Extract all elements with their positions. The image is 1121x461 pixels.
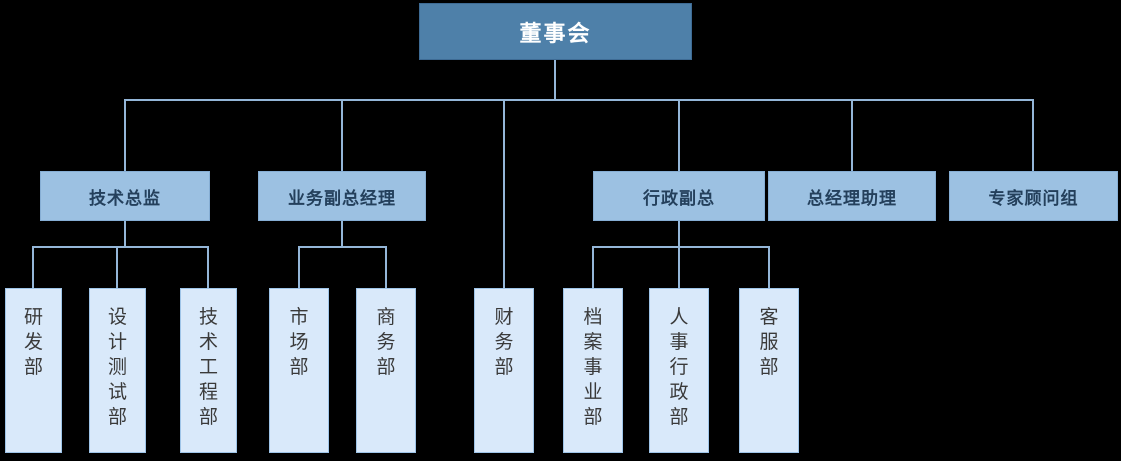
connector-biz-rail — [298, 246, 387, 248]
connector-drop-tech — [124, 99, 126, 171]
connector-admin-stub — [678, 221, 680, 246]
connector-tech-drop-1 — [32, 246, 34, 288]
node-commerce-dept[interactable]: 商务部 — [356, 288, 416, 453]
node-label: 商务部 — [376, 306, 396, 378]
node-label: 技术总监 — [89, 188, 161, 209]
node-archives-division[interactable]: 档案事业部 — [563, 288, 623, 453]
node-hr-admin-dept[interactable]: 人事行政部 — [649, 288, 709, 453]
node-label: 人事行政部 — [669, 306, 689, 428]
connector-drop-experts — [1032, 99, 1034, 171]
node-technical-director[interactable]: 技术总监 — [40, 171, 210, 221]
node-marketing-dept[interactable]: 市场部 — [269, 288, 329, 453]
connector-drop-finance — [503, 99, 505, 288]
connector-admin-drop-3 — [768, 246, 770, 288]
node-label: 技术工程部 — [198, 306, 218, 428]
node-board-of-directors[interactable]: 董事会 — [419, 3, 692, 60]
node-admin-deputy-gm[interactable]: 行政副总 — [593, 171, 765, 221]
node-label: 研发部 — [23, 306, 43, 378]
node-rd-dept[interactable]: 研发部 — [5, 288, 62, 453]
node-finance-dept[interactable]: 财务部 — [474, 288, 534, 453]
connector-biz-stub — [341, 221, 343, 246]
connector-tech-rail — [32, 246, 209, 248]
node-label: 总经理助理 — [807, 188, 897, 209]
connector-drop-gm-assist — [851, 99, 853, 171]
connector-drop-biz — [341, 99, 343, 171]
node-label: 市场部 — [289, 306, 309, 378]
connector-tech-stub — [124, 221, 126, 246]
node-label: 财务部 — [494, 306, 514, 378]
node-gm-assistant[interactable]: 总经理助理 — [768, 171, 936, 221]
node-expert-advisory-group[interactable]: 专家顾问组 — [949, 171, 1118, 221]
node-label: 设计测试部 — [107, 306, 127, 428]
connector-biz-drop-2 — [385, 246, 387, 288]
connector-biz-drop-1 — [298, 246, 300, 288]
node-tech-engineering-dept[interactable]: 技术工程部 — [180, 288, 237, 453]
node-label: 档案事业部 — [583, 306, 603, 428]
connector-trunk — [124, 99, 1034, 101]
connector-tech-drop-3 — [207, 246, 209, 288]
node-design-testing-dept[interactable]: 设计测试部 — [89, 288, 146, 453]
connector-admin-rail — [592, 246, 770, 248]
connector-tech-drop-2 — [116, 246, 118, 288]
node-label: 行政副总 — [643, 188, 715, 209]
node-label: 董事会 — [519, 21, 592, 47]
node-customer-service-dept[interactable]: 客服部 — [739, 288, 799, 453]
node-label: 业务副总经理 — [288, 188, 396, 209]
node-business-deputy-gm[interactable]: 业务副总经理 — [258, 171, 426, 221]
connector-root-stub — [554, 60, 556, 99]
node-label: 专家顾问组 — [988, 188, 1079, 209]
node-label: 客服部 — [759, 306, 779, 378]
connector-admin-drop-1 — [592, 246, 594, 288]
connector-drop-admin — [678, 99, 680, 171]
connector-admin-drop-2 — [678, 246, 680, 288]
